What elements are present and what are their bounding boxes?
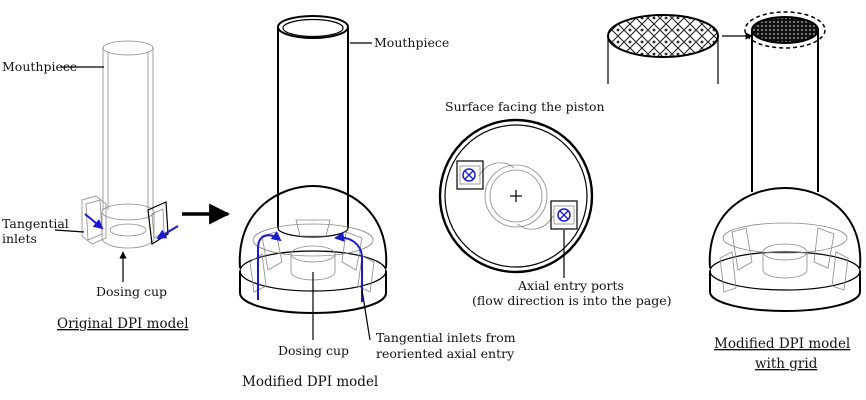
- grid-highlight-circle: [744, 11, 826, 49]
- grid-dome-base: [708, 186, 862, 312]
- grid-caption-1: Modified DPI model: [714, 336, 850, 352]
- mouthpiece-label-1: Mouthpiece: [2, 59, 77, 74]
- modified-inlet-arrow-right: [334, 231, 363, 302]
- mouthpiece-label-2: Mouthpiece: [374, 35, 449, 50]
- grid-inset: [607, 14, 753, 84]
- grid-dpi-model: Modified DPI model with grid: [708, 11, 862, 372]
- axial-port-icon-1: [456, 160, 484, 190]
- grid-caption-2: with grid: [755, 356, 818, 372]
- piston-outer-circle: [438, 118, 594, 274]
- tangential-label-2: inlets: [2, 231, 37, 246]
- modified-dome-base: [238, 184, 388, 314]
- modified-mouthpiece-tube: [277, 15, 349, 238]
- dosing-cup-label-1: Dosing cup: [96, 284, 167, 299]
- modified-dpi-model: Mouthpiece Dosing cup Tangential inlets …: [238, 15, 516, 390]
- modified-inlet-arrow-left: [257, 231, 282, 300]
- original-inlet-arrow-right: [156, 225, 179, 240]
- mesh-grid-detail: [607, 14, 719, 58]
- modified-caption: Modified DPI model: [242, 374, 378, 390]
- piston-surface-view: Surface facing the piston Axial entry po…: [438, 99, 672, 308]
- axial-ports-label-1: Axial entry ports: [517, 278, 624, 293]
- grid-mouthpiece-tube: [744, 11, 826, 192]
- original-dpi-model: Mouthpiece Tangential inlets Dosing cup …: [2, 40, 189, 332]
- dosing-cup-label-2: Dosing cup: [278, 343, 349, 358]
- axial-ports-label-2: (flow direction is into the page): [472, 293, 672, 308]
- original-inlet-arrow-left: [84, 213, 104, 230]
- original-caption: Original DPI model: [57, 316, 189, 332]
- tangential-leader-1: [54, 229, 85, 233]
- original-mouthpiece-tube: [102, 40, 154, 210]
- axial-port-icon-2: [550, 200, 578, 230]
- center-plus-icon: [510, 190, 522, 202]
- tangential-label-1: Tangential: [2, 216, 69, 231]
- tangential-leader-2: [361, 289, 371, 341]
- tangential-reoriented-label-1: Tangential inlets from: [376, 330, 516, 345]
- tangential-reoriented-label-2: reoriented axial entry: [376, 346, 515, 361]
- surface-title: Surface facing the piston: [445, 99, 605, 114]
